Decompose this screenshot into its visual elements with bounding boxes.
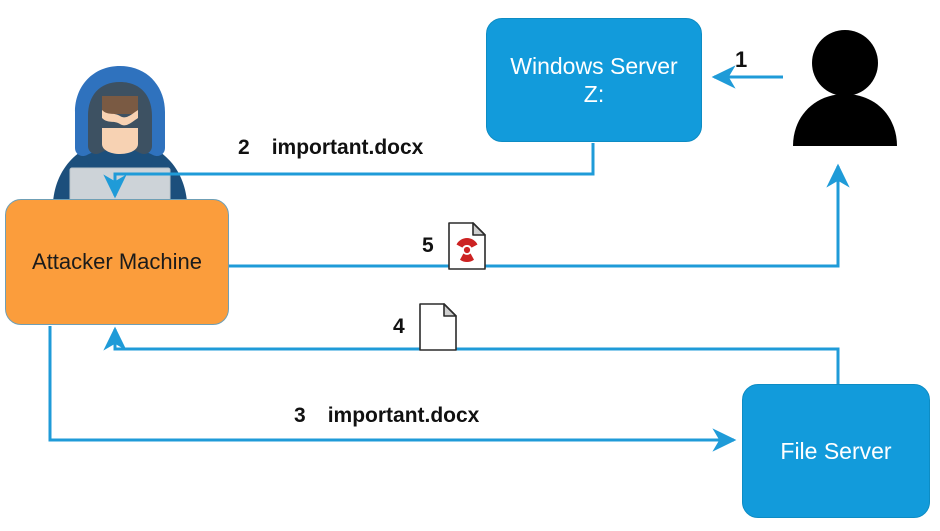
edge-5-label: 5 [422, 222, 486, 270]
infected-document-icon [447, 222, 486, 270]
edge-3-label: 3 important.docx [294, 404, 479, 428]
edge-4-label: 4 [393, 303, 457, 351]
edge-5-number: 5 [422, 234, 434, 257]
user-silhouette-icon [793, 30, 897, 146]
node-attacker-machine-label: Attacker Machine [32, 248, 202, 274]
node-file-server[interactable]: File Server [742, 384, 930, 518]
edge-2-filename: important.docx [271, 136, 424, 159]
edge-2-path [103, 143, 595, 199]
blank-document-icon [418, 303, 457, 351]
edge-2-number: 2 [238, 136, 250, 159]
node-windows-server-label-line1: Windows Server [510, 52, 678, 79]
edge-4-number: 4 [393, 315, 405, 338]
edge-3-filename: important.docx [327, 404, 480, 427]
node-attacker-machine[interactable]: Attacker Machine [5, 199, 229, 325]
radiation-symbol-icon [456, 238, 478, 263]
node-windows-server-label-line2: Z: [583, 81, 605, 107]
edge-1-label: 1 [735, 47, 747, 73]
edge-5-path [229, 163, 850, 268]
node-windows-server[interactable]: Windows Server Z: [486, 18, 702, 142]
edge-1-number: 1 [735, 47, 748, 72]
edge-3-path [48, 326, 737, 452]
edge-2-label: 2 important.docx [238, 136, 423, 160]
hacker-hoodie-laptop-icon [53, 66, 187, 210]
node-file-server-label: File Server [780, 437, 892, 464]
edge-4-path [103, 326, 840, 384]
edge-3-number: 3 [294, 404, 306, 427]
